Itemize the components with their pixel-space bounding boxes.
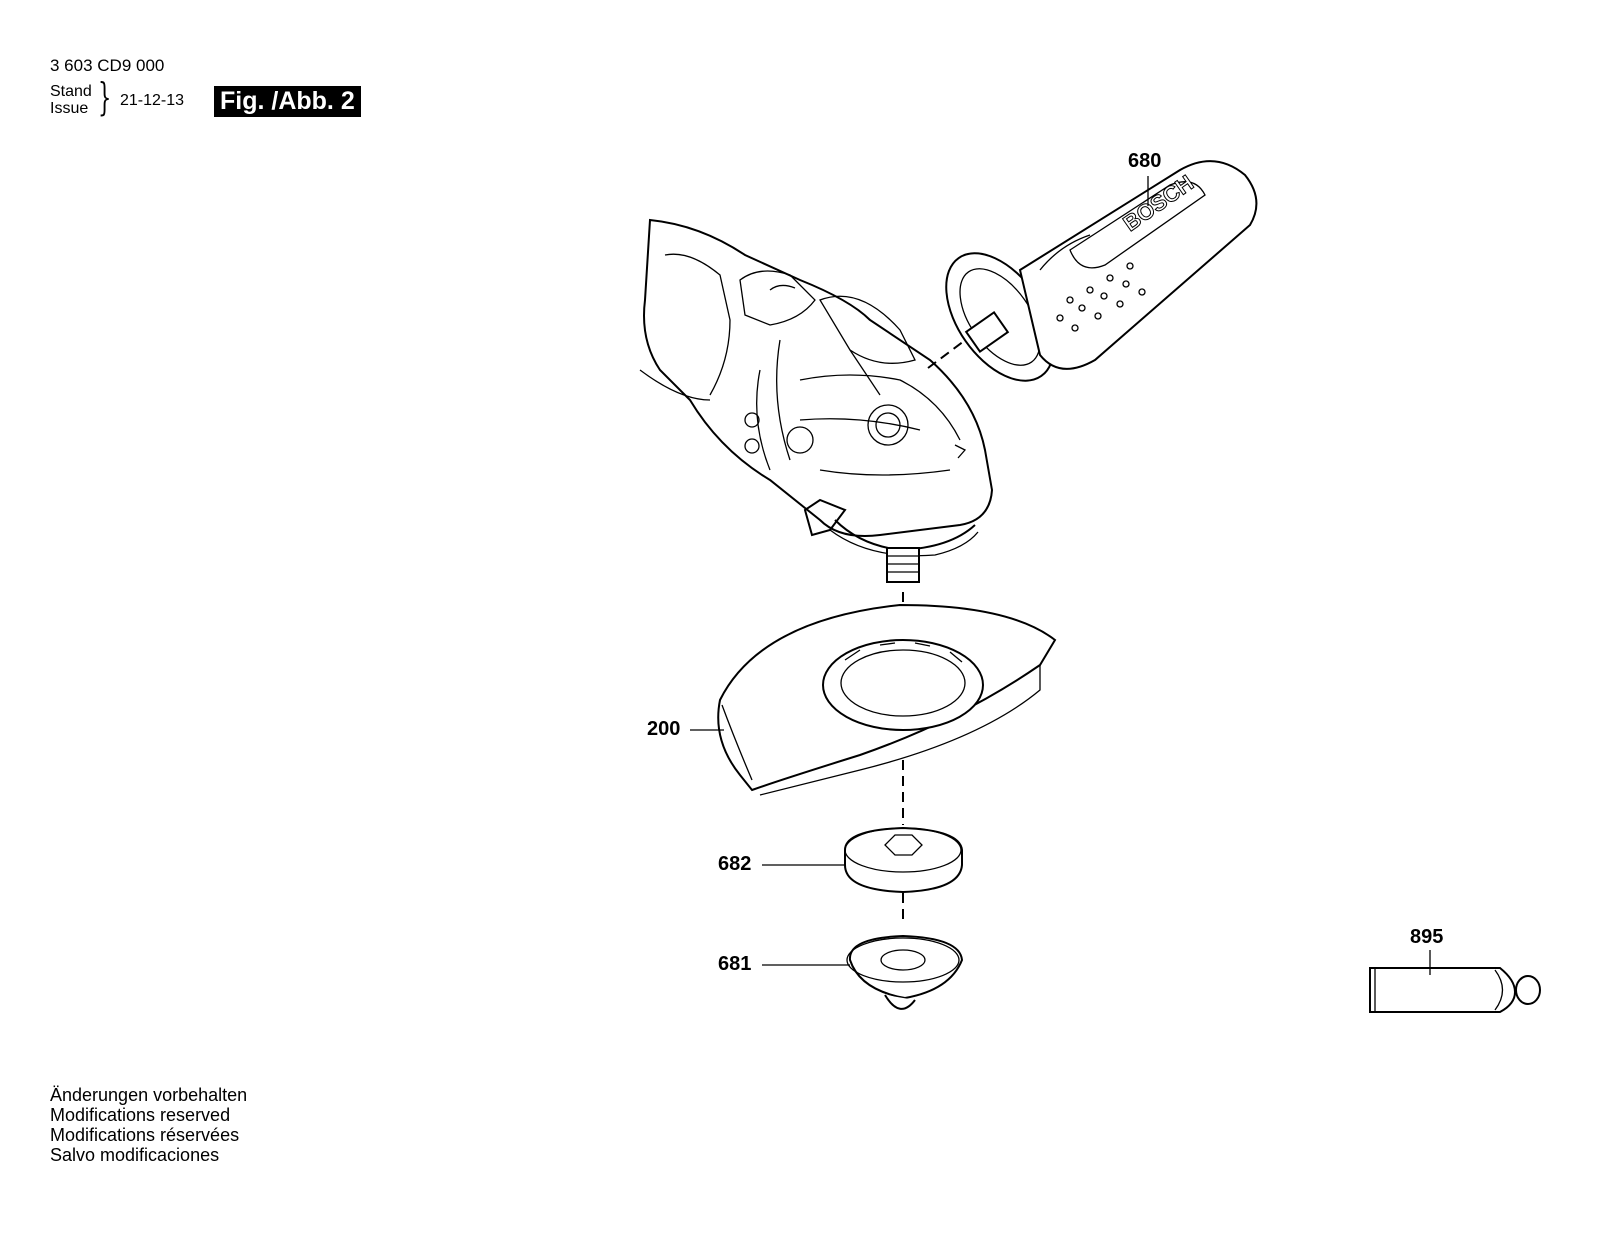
callout-895: 895	[1410, 926, 1444, 948]
footer-line-es: Salvo modificaciones	[50, 1145, 220, 1165]
footer-line-en: Modifications reserved	[50, 1105, 231, 1125]
grease-tube	[1369, 967, 1541, 1013]
callout-681: 681	[718, 953, 752, 975]
footer-line-fr: Modifications réservées	[50, 1125, 240, 1145]
side-handle	[945, 160, 1258, 382]
grinder-body	[639, 218, 994, 583]
brace-glyph: }	[98, 75, 112, 119]
figure-label: Fig. /Abb. 2	[214, 86, 361, 117]
issue-date: 21-12-13	[120, 92, 185, 109]
stand-label: Stand	[50, 83, 92, 100]
mounting-flange	[846, 934, 964, 1010]
callout-680: 680	[1128, 150, 1162, 172]
clamping-nut	[844, 826, 963, 894]
footer-line-de: Änderungen vorbehalten	[50, 1085, 248, 1105]
stand-issue-labels: Stand Issue	[50, 83, 92, 117]
wheel-guard	[717, 603, 1057, 796]
modifications-notice: Änderungen vorbehalten Modifications res…	[50, 1085, 247, 1165]
issue-label: Issue	[50, 100, 89, 117]
part-number: 3 603 CD9 000	[50, 56, 165, 75]
axis-handle	[927, 337, 969, 369]
callout-682: 682	[718, 853, 752, 875]
callout-200: 200	[647, 718, 681, 740]
